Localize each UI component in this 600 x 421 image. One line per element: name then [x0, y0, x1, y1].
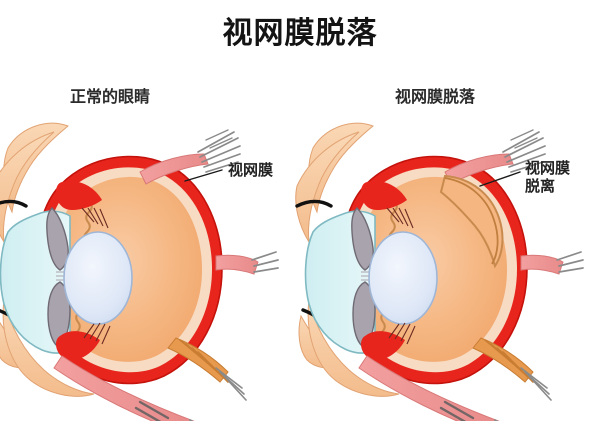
panel-label-normal-eye: 正常的眼睛: [70, 87, 151, 106]
page-title: 视网膜脱落: [222, 16, 378, 51]
retina-callout-leader: [184, 169, 223, 182]
callout-detachment-line1: 视网膜: [525, 159, 571, 177]
callout-detachment-line2: 脱离: [525, 176, 556, 195]
detachment-callout-leader: [479, 171, 521, 187]
callout-label-retinal-detachment: 视网膜脱离: [525, 159, 571, 195]
callout-label-retina: 视网膜: [228, 161, 274, 179]
panel-label-detached-eye: 视网膜脱落: [395, 87, 476, 106]
